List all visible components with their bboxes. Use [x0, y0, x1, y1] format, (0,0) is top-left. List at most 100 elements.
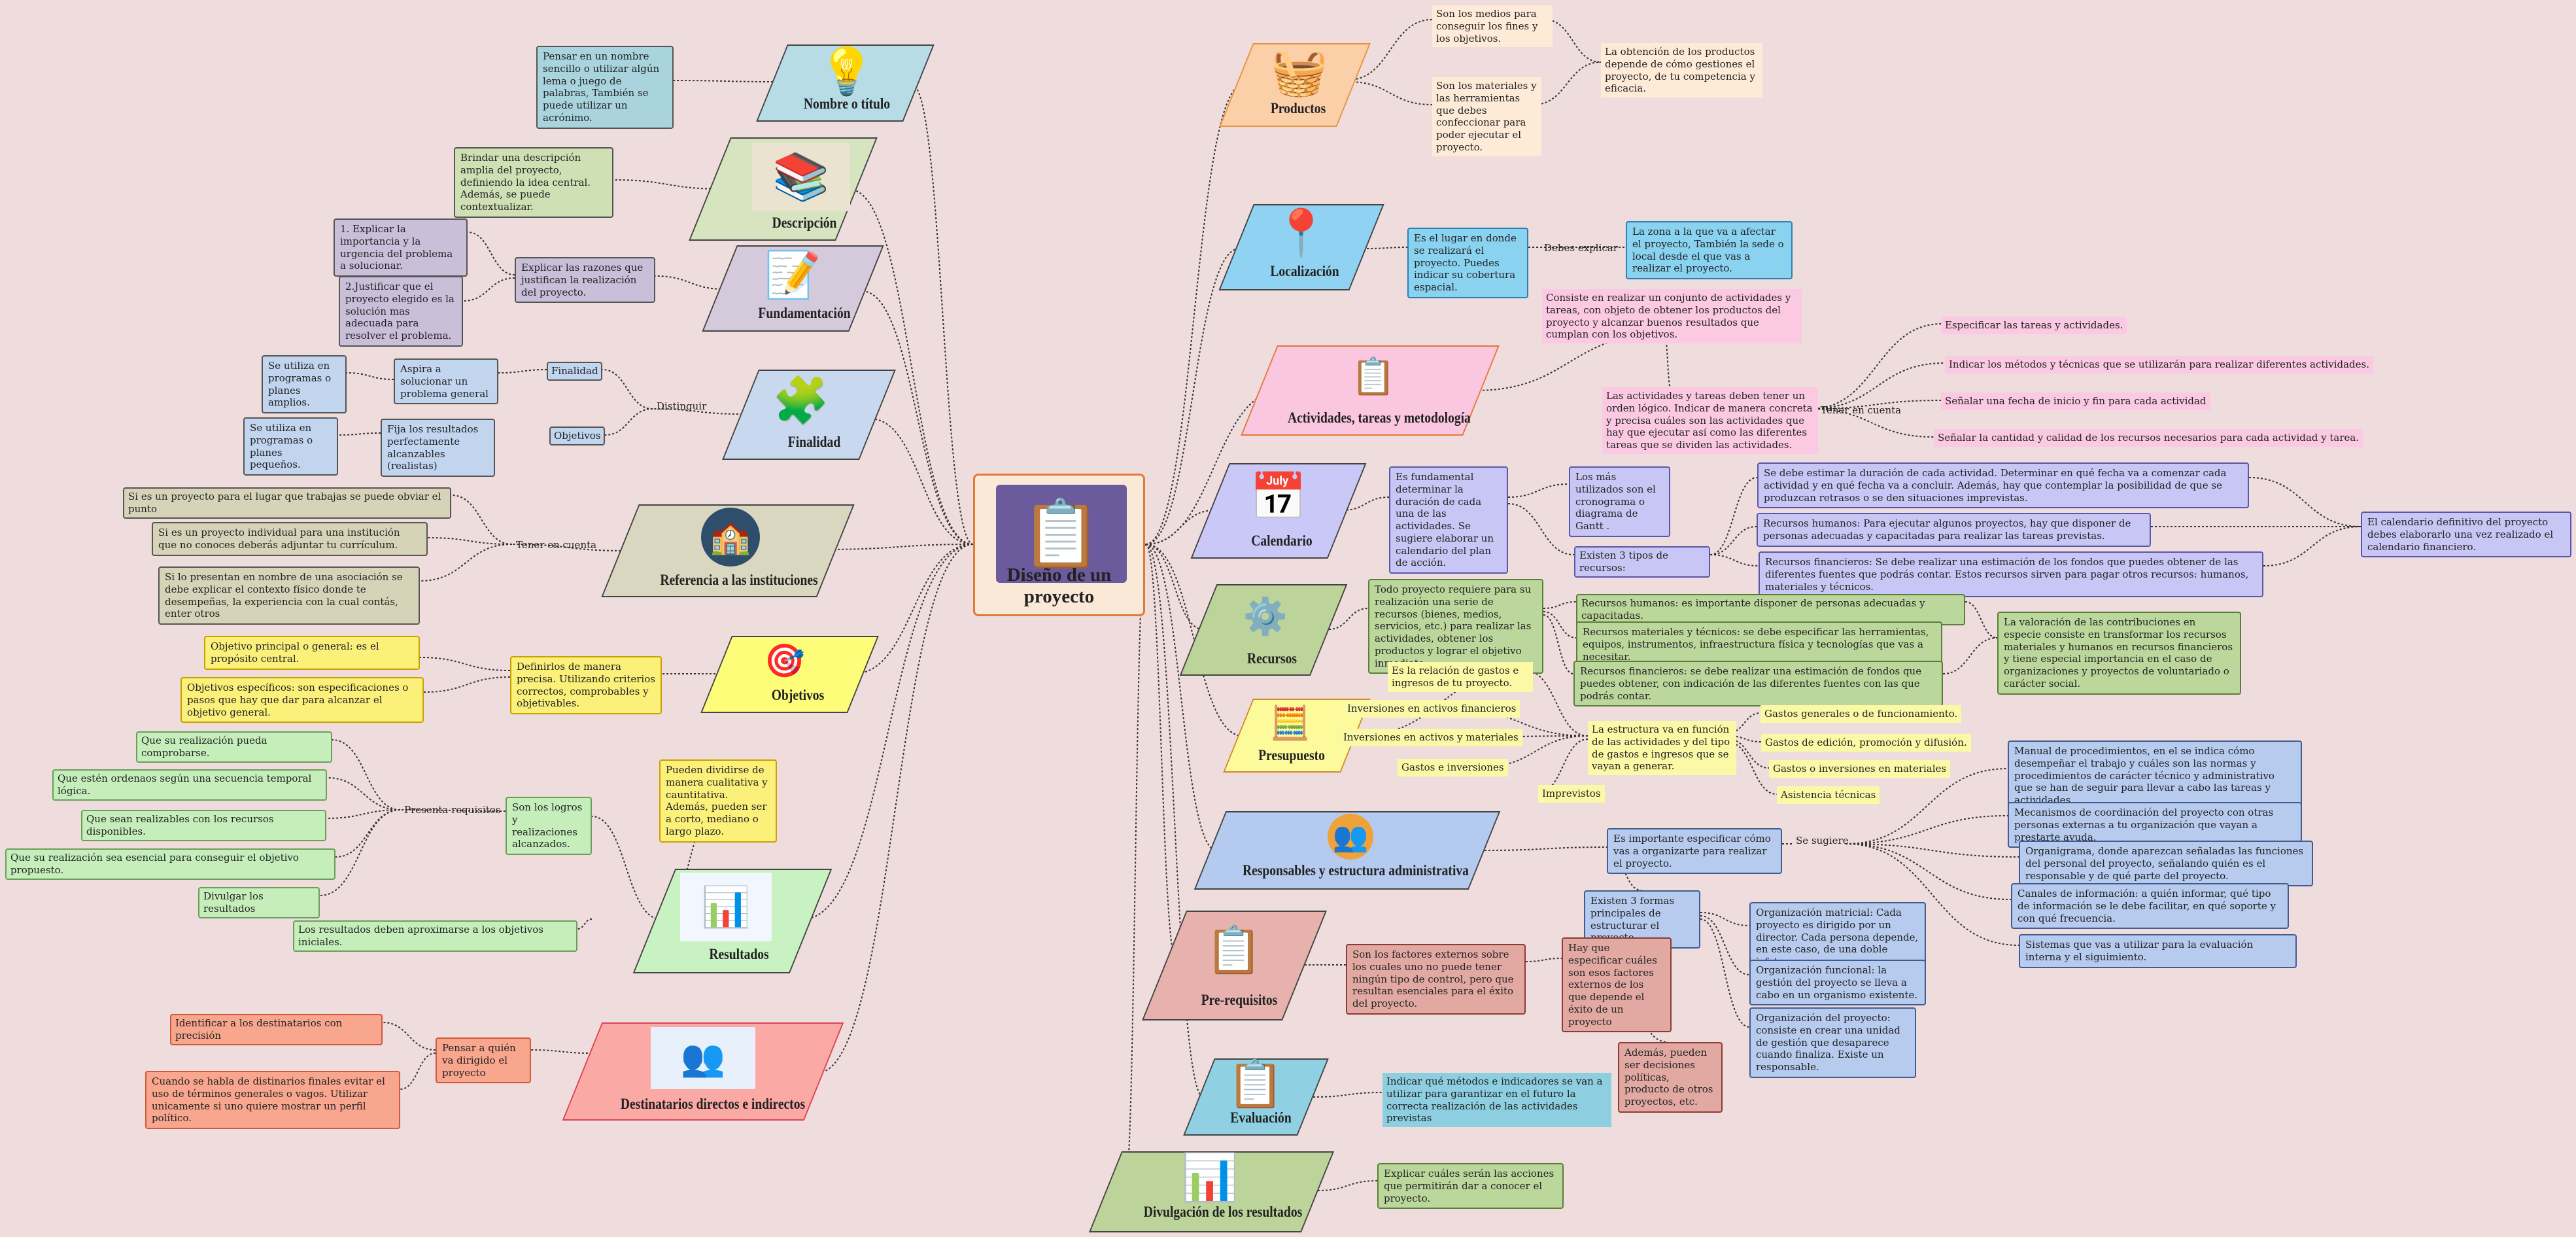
- presupuesto-right-3: Gastos o inversiones en materiales: [1769, 760, 1951, 778]
- connector-line: [1145, 544, 1178, 966]
- connector-line: [1810, 362, 1946, 409]
- productos-b: Son los materiales y las herramientas qu…: [1432, 77, 1541, 156]
- connector-line: [1317, 1180, 1378, 1191]
- central-topic-label: Diseño de un proyecto: [1006, 565, 1112, 607]
- connector-line: [467, 232, 515, 275]
- calendario-tools: Los más utilizados son el cronograma o d…: [1569, 466, 1670, 537]
- localizacion-detail: La zona a la que va a afectar el proyect…: [1626, 221, 1793, 279]
- connector-line: [1728, 742, 1777, 795]
- recursos-desc: Todo proyecto requiere para su realizaci…: [1368, 579, 1543, 674]
- connector-line: [1145, 510, 1216, 545]
- recursos-item-2: Recursos materiales y técnicos: se debe …: [1576, 621, 1942, 668]
- shopping-basket-icon: 🧺: [1271, 44, 1328, 99]
- resources-coins-gears-icon: ⚙️: [1243, 595, 1288, 637]
- connector-line: [1348, 81, 1433, 105]
- connector-line: [1544, 19, 1602, 63]
- connector-line: [1845, 815, 2008, 845]
- connector-line: [802, 544, 974, 920]
- presupuesto-right-4: Asistencia técnicas: [1777, 786, 1880, 804]
- pencil-paper-icon: 📝: [764, 247, 822, 302]
- resultados-req-3: Que sean realizables con los recursos di…: [81, 810, 326, 841]
- clipboard-checklist-icon: 📋: [996, 485, 1127, 583]
- actividades-a: Consiste en realizar un conjunto de acti…: [1542, 289, 1802, 343]
- connector-line: [451, 495, 513, 545]
- connector-line: [400, 809, 506, 812]
- connector-line: [326, 809, 401, 819]
- team-people-icon: 👥: [1328, 814, 1373, 860]
- recursos-final: La valoración de las contribuciones en e…: [1997, 612, 2241, 695]
- destinatarios-item-1: Identificar a los destinatarios con prec…: [170, 1014, 383, 1045]
- connector-line: [1328, 608, 1369, 630]
- connector-line: [1145, 544, 1217, 851]
- fundamentacion-sub-2: 2.Justificar que el proyecto elegido es …: [339, 276, 463, 347]
- calendario-item-2: Recursos humanos: Para ejecutar algunos …: [1757, 513, 2151, 547]
- resultados-req-1: Que su realización pueda comprobarse.: [136, 731, 332, 763]
- responsables-item-3: Organigrama, donde aparezcan señaladas l…: [2019, 841, 2313, 887]
- destinatarios-desc: Pensar a quién va dirigido el proyecto: [436, 1037, 531, 1084]
- topic-evaluacion-label: Evaluación: [1230, 1109, 1292, 1126]
- evaluacion-desc: Indicar qué métodos e indicadores se van…: [1382, 1073, 1611, 1127]
- topic-recursos-label: Recursos: [1246, 650, 1297, 667]
- destinatarios-item-2: Cuando se habla de distinarios finales e…: [145, 1071, 400, 1129]
- referencia-item-1: Si es un proyecto para el lugar que trab…: [123, 487, 451, 519]
- finalidad-note: Se utiliza en programas o planes amplios…: [262, 355, 347, 413]
- connector-line: [1342, 497, 1390, 511]
- calendario-types: Existen 3 tipos de recursos:: [1574, 546, 1710, 578]
- calendario-item-1: Se debe estimar la duración de cada acti…: [1757, 462, 2249, 509]
- connector-line: [498, 369, 547, 374]
- responsables-desc: Es importante especificar cómo vas a org…: [1607, 828, 1782, 875]
- connector-line: [1145, 84, 1243, 545]
- connector-line: [1313, 1092, 1383, 1098]
- connector-line: [1709, 526, 1757, 555]
- connector-line: [604, 408, 653, 436]
- finalidad-connector: Distinguir: [657, 400, 707, 412]
- localizacion-desc: Es el lugar en donde se realizará el pro…: [1407, 228, 1528, 298]
- resultados-req-4: Que su realización sea esencial para con…: [5, 848, 335, 880]
- topic-presupuesto-label: Presupuesto: [1258, 747, 1325, 763]
- connector-line: [823, 544, 974, 550]
- responsables-item-4: Canales de información: a quién informar…: [2011, 883, 2289, 930]
- presupuesto-left-1: Inversiones en activos financieros: [1343, 700, 1520, 718]
- connector-line: [346, 372, 394, 380]
- topic-prerequisitos-label: Pre-requisitos: [1201, 992, 1278, 1008]
- connector-line: [1525, 958, 1562, 962]
- connector-line: [1483, 735, 1589, 767]
- budget-calculator-icon: 🧮: [1269, 703, 1311, 742]
- nombre-desc: Pensar en un nombre sencillo o utilizar …: [536, 46, 674, 129]
- responsables-item-5: Sistemas que vas a utilizar para la eval…: [2019, 934, 2297, 968]
- papers-icon: 📚: [752, 143, 850, 211]
- responsables-form-3: Organización del proyecto: consiste en c…: [1749, 1007, 1916, 1078]
- connector-line: [591, 816, 661, 920]
- descripcion-desc: Brindar una descripción amplia del proye…: [454, 147, 613, 218]
- connector-line: [869, 418, 974, 545]
- actividades-item-3: Señalar una fecha de inicio y fin para c…: [1941, 392, 2210, 410]
- connector-line: [1543, 611, 1577, 638]
- topic-responsables-label: Responsables y estructura administrativa: [1243, 862, 1469, 879]
- objetivos-item-2: Objetivos específicos: son especificacio…: [180, 677, 424, 723]
- clipboard-requirements-icon: 📋: [1205, 922, 1263, 977]
- connector-line: [332, 739, 401, 810]
- topic-referencia-label: Referencia a las instituciones: [660, 572, 818, 588]
- prerequisitos-desc: Son los factores externos sobre los cual…: [1346, 944, 1526, 1015]
- resultados-connector: Presenta requisitos: [404, 804, 501, 816]
- topic-objetivos-label: Objetivos: [771, 687, 825, 703]
- connector-line: [2248, 477, 2361, 527]
- resultados-aim: Los resultados deben aproximarse a los o…: [293, 920, 577, 952]
- connector-line: [602, 369, 653, 409]
- topic-actividades-label: Actividades, tareas y metodología: [1288, 409, 1471, 426]
- central-topic[interactable]: 📋 Diseño de un proyecto: [973, 474, 1145, 616]
- referencia-item-2: Si es un proyecto individual para una in…: [152, 522, 428, 556]
- presupuesto-right-2: Gastos de edición, promoción y difusión.: [1761, 734, 1971, 752]
- analytics-dashboard-icon: 📊: [680, 873, 772, 941]
- connector-line: [1145, 544, 1243, 737]
- connector-line: [1145, 248, 1240, 545]
- connector-line: [1524, 670, 1589, 737]
- connector-line: [400, 1053, 436, 1090]
- recursos-item-1: Recursos humanos: es importante disponer…: [1576, 594, 1965, 625]
- objetivos-desc: Definirlos de manera precisa. Utilizando…: [510, 656, 662, 714]
- connector-line: [655, 275, 725, 290]
- productos-a: Son los medios para conseguir los fines …: [1432, 5, 1553, 48]
- presupuesto-imprevistos: Imprevistos: [1538, 785, 1605, 803]
- presupuesto-left-3: Gastos e inversiones: [1398, 759, 1508, 776]
- connector-line: [419, 544, 513, 582]
